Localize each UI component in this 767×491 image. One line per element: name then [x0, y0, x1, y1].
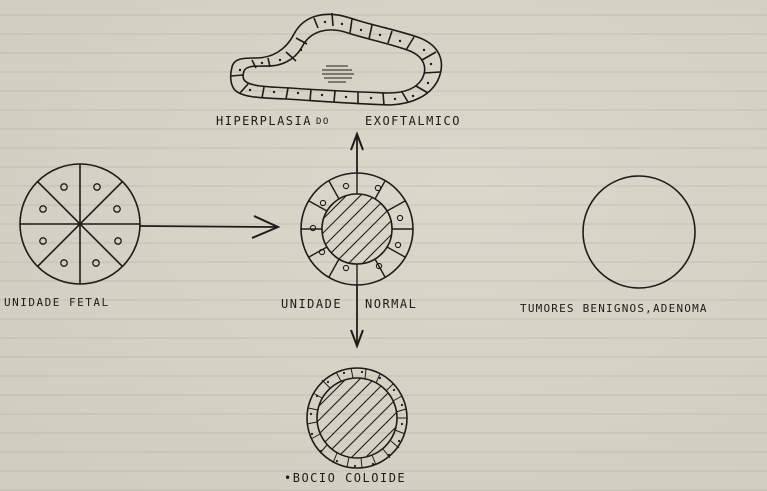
label-hyperplasia-connector: DO: [316, 117, 330, 127]
arrow-normal-to-hyperplasia: [351, 134, 363, 173]
arrow-fetal-to-normal: [140, 216, 278, 238]
label-tumors: TUMORES BENIGNOS,ADENOMA: [520, 302, 708, 315]
label-normal-unit-left: UNIDADE: [281, 297, 342, 311]
arrow-normal-to-goiter: [351, 285, 363, 346]
label-hyperplasia: HIPERPLASIA: [216, 114, 312, 128]
adenoma-circle: [583, 176, 695, 288]
label-fetal-unit: UNIDADE FETAL: [4, 296, 110, 309]
fetal-unit-circle: [20, 164, 140, 284]
label-colloid-goiter: •BOCIO COLOIDE: [284, 471, 406, 485]
hyperplasia-follicle-shape: [231, 13, 442, 105]
colloid-goiter-circle: [297, 368, 411, 478]
normal-unit-circle: [295, 163, 425, 289]
colloid-patch: [322, 66, 354, 82]
label-normal-unit-right: NORMAL: [365, 297, 417, 311]
label-exophthalmic: EXOFTALMICO: [365, 114, 461, 128]
